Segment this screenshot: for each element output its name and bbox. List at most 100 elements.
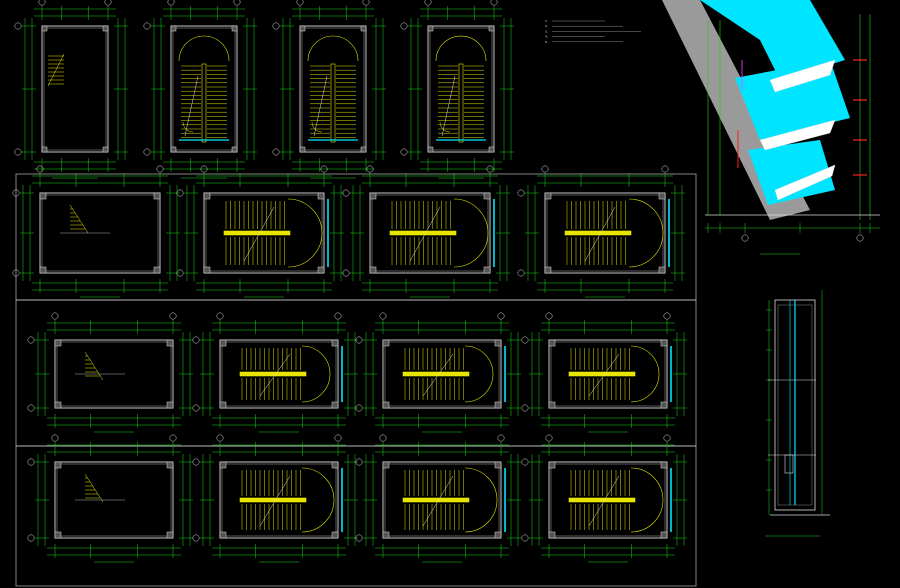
grid-bubble — [320, 165, 328, 173]
stair-plan-landscape — [12, 165, 180, 298]
stair-arrow — [259, 353, 291, 397]
column — [658, 266, 666, 274]
stair-arrow — [588, 475, 620, 527]
stair-arc — [287, 198, 323, 268]
grid-bubble — [12, 269, 20, 277]
stair-wall-outline — [427, 25, 495, 153]
grid-bubble — [51, 434, 59, 442]
stair-section-3d — [662, 0, 880, 255]
stair-wall-outline — [299, 25, 367, 153]
column — [331, 531, 339, 539]
grid-bubble — [169, 312, 177, 320]
grid-bubble — [216, 312, 224, 320]
column — [488, 25, 495, 32]
column — [494, 531, 502, 539]
column — [166, 339, 174, 347]
stair-arrow — [47, 53, 65, 87]
stair-wall-outline — [54, 339, 174, 409]
stair-handrail — [402, 497, 470, 503]
grid-bubble — [342, 269, 350, 277]
grid-bubble — [272, 22, 280, 30]
stair-plan-portrait — [400, 0, 514, 179]
stair-arrow — [422, 475, 454, 527]
stair-arc — [464, 345, 494, 403]
grid-bubble — [167, 0, 175, 6]
grid-bubble — [355, 458, 363, 466]
stair-arc — [630, 345, 660, 403]
stair-arc — [178, 35, 230, 62]
grid-bubble — [355, 534, 363, 542]
stair-landing-arc — [439, 121, 451, 133]
column — [331, 461, 339, 469]
column — [548, 531, 556, 539]
glass-wall-lower — [748, 140, 835, 205]
grid-bubble — [27, 534, 35, 542]
column — [299, 25, 306, 32]
stair-slab — [769, 59, 836, 93]
stair-wall-inner — [172, 27, 236, 151]
glass-wall-middle — [735, 60, 850, 140]
column — [544, 192, 552, 200]
grid-bubble — [366, 165, 374, 173]
column — [54, 401, 62, 409]
stair-plan-landscape — [521, 434, 687, 563]
stair-wall-inner — [384, 463, 500, 537]
grid-bubble — [169, 434, 177, 442]
column — [39, 192, 47, 200]
grid-bubble — [192, 458, 200, 466]
grid-bubble — [355, 336, 363, 344]
grid-bubble — [521, 404, 529, 412]
stair-arc — [630, 467, 664, 533]
grid-bubble — [663, 434, 671, 442]
grid-bubble — [296, 0, 304, 6]
stair-arrow — [584, 206, 616, 262]
grid-bubble — [521, 534, 529, 542]
grid-bubble — [497, 312, 505, 320]
grid-bubble — [334, 434, 342, 442]
column — [660, 401, 668, 409]
column — [483, 192, 491, 200]
column — [660, 339, 668, 347]
column — [153, 266, 161, 274]
grid-bubble — [27, 458, 35, 466]
stair-arrow — [441, 75, 456, 137]
grid-bubble — [36, 165, 44, 173]
column — [660, 461, 668, 469]
column — [660, 531, 668, 539]
stair-arrow — [409, 206, 441, 262]
stair-wall-outline — [219, 461, 339, 539]
stair-arrow — [313, 75, 328, 137]
stair-handrail — [402, 371, 470, 377]
column — [166, 461, 174, 469]
grid-bubble — [856, 234, 864, 242]
grid-bubble — [104, 0, 112, 6]
stair-plan-landscape — [517, 165, 685, 298]
sheet-content: 1.2.3.4.5. — [12, 0, 880, 587]
stair-plan-landscape — [27, 434, 193, 563]
stair-arc — [435, 35, 487, 62]
column — [231, 25, 238, 32]
column — [203, 192, 211, 200]
column — [203, 266, 211, 274]
stair-wall-outline — [170, 25, 238, 153]
stair-wall-inner — [41, 194, 159, 272]
column — [548, 339, 556, 347]
column — [483, 266, 491, 274]
grid-bubble — [51, 312, 59, 320]
column — [219, 531, 227, 539]
stair-wall-outline — [369, 192, 491, 274]
column — [331, 401, 339, 409]
column — [102, 25, 109, 32]
stair-wall-inner — [43, 27, 107, 151]
column — [299, 146, 306, 153]
column — [382, 531, 390, 539]
stair-arrow — [69, 204, 89, 234]
stair-plan-portrait — [143, 0, 257, 179]
stair-arrow — [84, 473, 104, 503]
grid-bubble — [362, 0, 370, 6]
note-text: 1. — [545, 19, 549, 23]
stair-wall-outline — [41, 25, 109, 153]
grid-bubble — [661, 165, 669, 173]
stair-slab — [774, 164, 836, 201]
